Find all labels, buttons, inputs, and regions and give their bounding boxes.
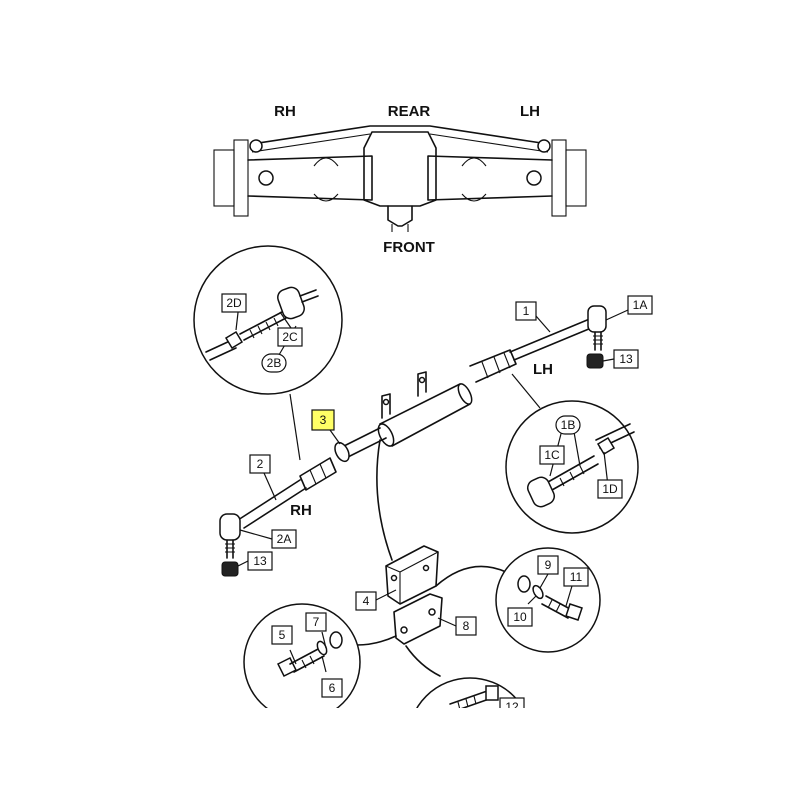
detail-rh-tie-rod-end xyxy=(193,245,343,461)
callout-4: 4 xyxy=(363,594,370,608)
callout-8: 8 xyxy=(463,619,470,633)
callout-2D: 2D xyxy=(226,296,242,310)
heading-front: FRONT xyxy=(383,239,435,256)
heading-rear: REAR xyxy=(388,103,431,120)
detail-fitting-bottom xyxy=(0,677,800,800)
callout-13-lh: 13 xyxy=(619,352,633,366)
callout-5: 5 xyxy=(279,628,286,642)
callout-1: 1 xyxy=(523,304,530,318)
callout-1-box xyxy=(515,301,537,321)
callout-10: 10 xyxy=(513,610,527,624)
callout-2: 2 xyxy=(257,457,264,471)
heading-rh-top: RH xyxy=(274,103,296,120)
callout-3: 3 xyxy=(320,413,327,427)
callout-13-rh: 13 xyxy=(253,554,267,568)
callout-7: 7 xyxy=(313,615,320,629)
callout-1C: 1C xyxy=(544,448,560,462)
callout-1A: 1A xyxy=(633,298,648,312)
callout-labels: 1 1A 13 1B 1C 1D 2D 2C 2B 3 2 xyxy=(221,293,653,728)
callout-3-highlight xyxy=(311,409,335,431)
axle-overview: RH REAR LH FRONT xyxy=(213,103,587,256)
callout-2B: 2B xyxy=(267,356,282,370)
heading-lh-top: LH xyxy=(520,103,540,120)
callout-2C: 2C xyxy=(282,330,298,344)
mounting-bracket xyxy=(343,439,507,677)
callout-1D: 1D xyxy=(602,482,618,496)
callout-11: 11 xyxy=(570,570,583,584)
heading-rh-side: RH xyxy=(290,502,312,519)
callout-1B: 1B xyxy=(561,418,576,432)
heading-lh-side: LH xyxy=(533,361,553,378)
steering-ram-assembly: LH RH xyxy=(219,305,607,577)
detail-bolt-left xyxy=(243,603,361,721)
callout-6: 6 xyxy=(329,681,336,695)
callout-9: 9 xyxy=(545,558,552,572)
callout-2A: 2A xyxy=(277,532,292,546)
detail-lh-tie-rod-end xyxy=(505,373,639,534)
